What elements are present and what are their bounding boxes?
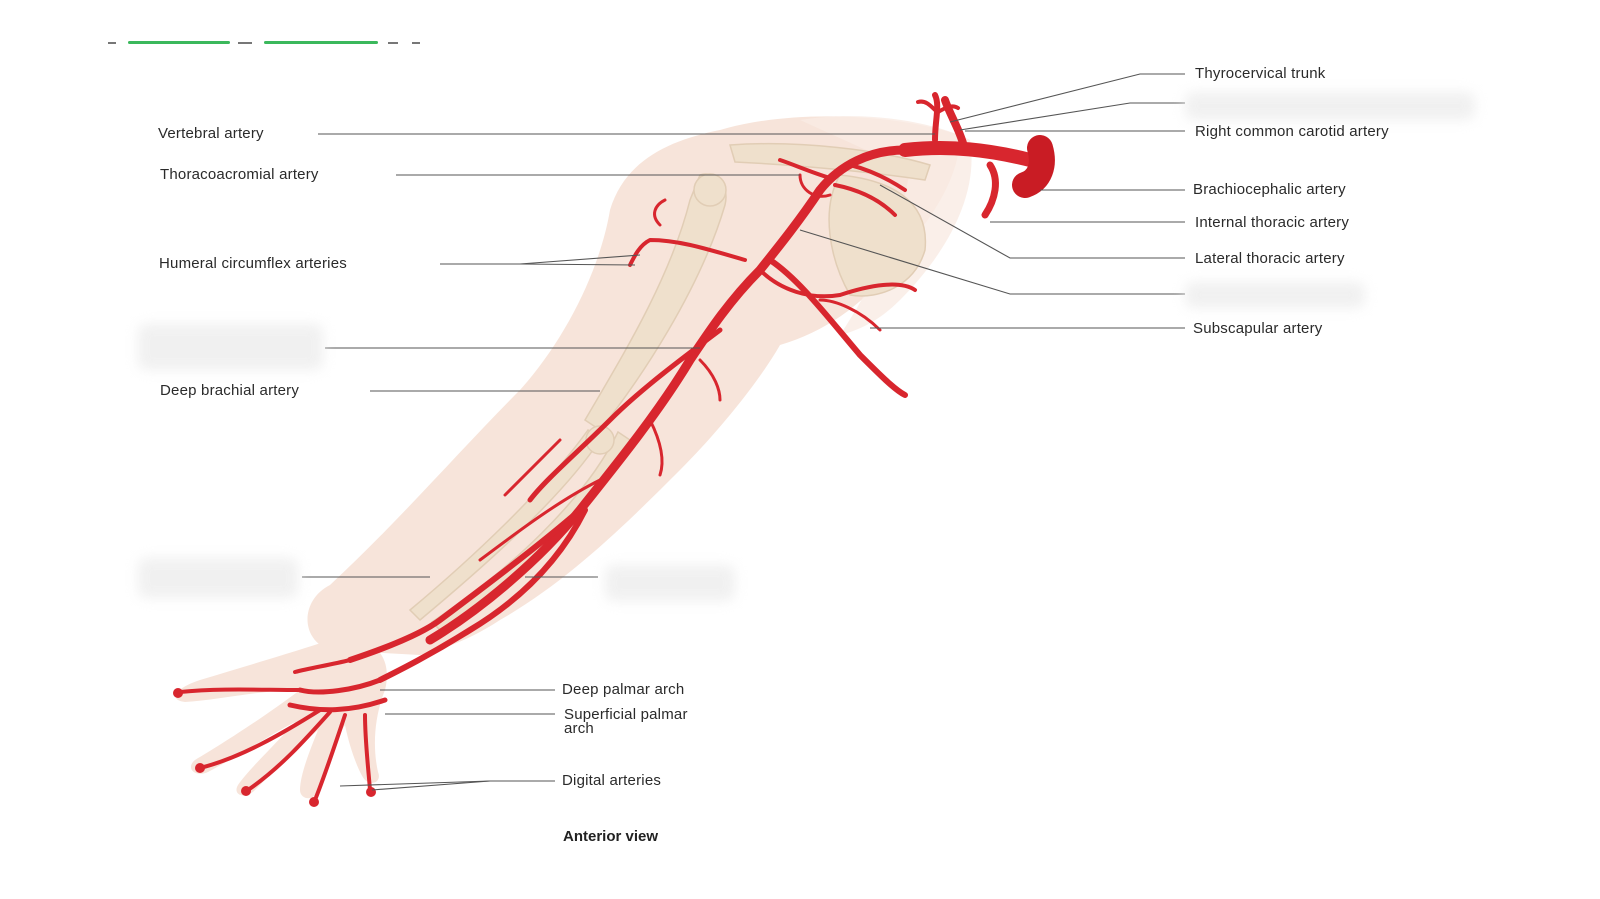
top-strip-2 [264,41,378,44]
figure-caption: Anterior view [563,828,659,845]
label-digital-arteries: Digital arteries [562,772,662,789]
blank-label-mid [605,565,735,601]
label-subscapular-artery: Subscapular artery [1193,320,1323,337]
top-strip-1 [128,41,230,44]
top-dash-3 [388,42,398,44]
deep-brachial [527,327,723,503]
top-dash-2 [238,42,252,44]
top-dash-4 [412,42,420,44]
label-vertebral-artery: Vertebral artery [158,125,264,142]
label-internal-thoracic-artery: Internal thoracic artery [1195,214,1350,231]
label-deep-palmar-arch: Deep palmar arch [562,681,685,698]
arteries [173,92,1055,807]
label-humeral-circumflex-arteries: Humeral circumflex arteries [159,255,347,272]
leader-lines [302,73,1185,791]
label-lateral-thoracic-artery: Lateral thoracic artery [1195,250,1345,267]
label-thoracoacromial-artery: Thoracoacromial artery [160,166,319,183]
brachiocephalic-root [1012,135,1055,198]
blank-label-left-2 [138,558,298,598]
leader-blank-right-2 [799,229,1185,295]
label-deep-brachial-artery: Deep brachial artery [160,382,300,399]
leader-humeral-circumflex-2 [519,263,636,266]
ulnar-artery [377,507,588,683]
common-carotid [941,96,969,154]
blank-label-right-1 [1185,92,1475,120]
label-superficial-palmar-arch: Superficial palmar arch [564,706,688,737]
radial-artery [347,507,583,663]
blank-label-left-1 [138,324,323,370]
leader-lateral-thoracic [879,184,1185,259]
blank-label-right-2 [1185,282,1365,308]
top-dash-1 [108,42,116,44]
brachiocephalic-trunk [898,141,1037,167]
superficial-palmar-arch-vessel [287,697,388,713]
label-thyrocervical-trunk: Thyrocervical trunk [1195,65,1326,82]
label-right-common-carotid-artery: Right common carotid artery [1195,123,1389,140]
leader-thyrocervical [949,73,1185,123]
leader-blank-right-1 [959,102,1185,131]
leader-digital-2 [371,780,491,791]
deep-palmar-arch-vessel [297,677,383,695]
label-brachiocephalic-artery: Brachiocephalic artery [1193,181,1346,198]
